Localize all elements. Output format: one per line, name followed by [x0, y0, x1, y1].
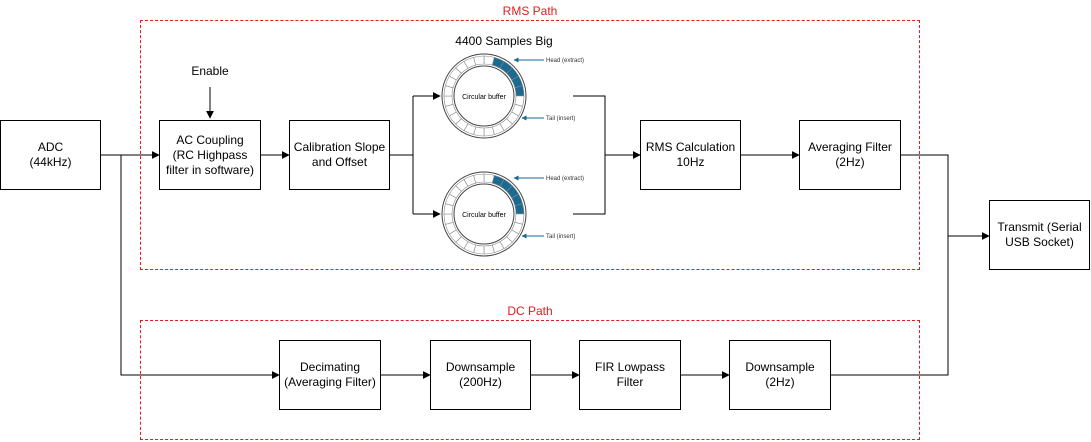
transmit-block: Transmit (Serial USB Socket): [989, 200, 1090, 270]
dc-path-group: [140, 320, 920, 440]
downsample-200hz-block: Downsample (200Hz): [430, 340, 531, 410]
tail-label: Tail (insert): [546, 116, 575, 122]
buffer-size-label: 4400 Samples Big: [455, 34, 553, 48]
calibration-block: Calibration Slope and Offset: [289, 120, 390, 190]
rms-calculation-block: RMS Calculation 10Hz: [640, 120, 741, 190]
circular-buffer-1: Circular buffer Head (extract) Tail (inser…: [441, 53, 584, 139]
head-label: Head (extract): [546, 58, 584, 64]
buffer-inner-ring: [453, 65, 515, 127]
dc-path-label: DC Path: [507, 304, 553, 318]
fir-lowpass-block: FIR Lowpass Filter: [579, 340, 681, 410]
averaging-filter-block: Averaging Filter (2Hz): [799, 120, 901, 190]
rms-path-label: RMS Path: [502, 4, 558, 18]
decimating-block: Decimating (Averaging Filter): [279, 340, 381, 410]
head-label: Head (extract): [546, 176, 584, 182]
circular-buffer-2: Circular buffer Head (extract) Tail (inser…: [441, 171, 584, 257]
buffer-inner-ring: [453, 183, 515, 245]
adc-block: ADC (44kHz): [0, 120, 101, 190]
enable-label: Enable: [191, 64, 229, 78]
buffer-center-label: Circular buffer: [462, 212, 507, 219]
tail-label: Tail (insert): [546, 234, 575, 240]
connector-ds2-to-transmit: [831, 236, 949, 376]
rms-path-group: [140, 20, 920, 270]
connectors: [101, 87, 990, 379]
downsample-2hz-block: Downsample (2Hz): [729, 340, 831, 410]
buffer-empty-segment: [473, 173, 485, 184]
connector-adc-to-dc-branch: [120, 155, 280, 379]
buffer-center-label: Circular buffer: [462, 94, 507, 101]
buffer-empty-segment: [473, 55, 485, 66]
ac-coupling-block: AC Coupling (RC Highpass filter in softw…: [159, 120, 261, 190]
connector-averaging-to-transmit: [901, 154, 990, 240]
